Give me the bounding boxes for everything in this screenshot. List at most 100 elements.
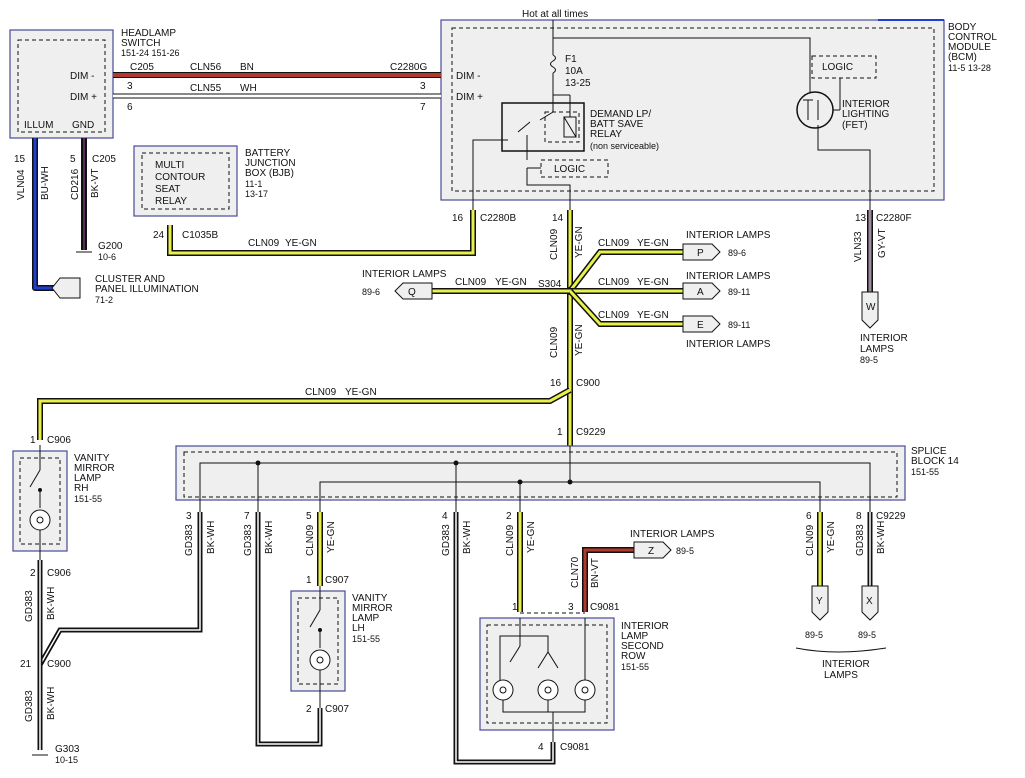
svg-text:INTERIOR LAMPS: INTERIOR LAMPS [630,529,715,540]
svg-text:C9081: C9081 [560,742,590,753]
svg-text:JUNCTION: JUNCTION [245,158,296,169]
svg-text:C205: C205 [130,62,154,73]
svg-text:A: A [697,287,704,298]
svg-text:21: 21 [20,659,32,670]
svg-text:BU-WH: BU-WH [40,166,51,200]
svg-text:CLN09: CLN09 [248,238,280,249]
svg-text:BODY: BODY [948,22,977,33]
svg-text:BK-WH: BK-WH [206,521,217,554]
bcm-module: BODY CONTROL MODULE (BCM) 11-5 13-28 DIM… [440,9,997,210]
svg-text:89-5: 89-5 [805,630,823,640]
fet-icon [796,78,841,129]
svg-text:89-11: 89-11 [728,287,750,297]
vanity-mirror-lamp-lh: VANITY MIRROR LAMP LH 151-55 2 C907 [290,586,393,715]
svg-text:YE-GN: YE-GN [526,521,537,553]
svg-text:151-55: 151-55 [74,494,102,504]
svg-text:YE-GN: YE-GN [574,324,585,356]
svg-text:SPLICE: SPLICE [911,446,947,457]
svg-text:2: 2 [306,704,312,715]
svg-text:6: 6 [806,511,812,522]
svg-text:13-25: 13-25 [565,78,591,89]
svg-text:C2280F: C2280F [876,213,912,224]
svg-text:89-6: 89-6 [728,248,746,258]
svg-text:W: W [866,302,876,313]
svg-text:4: 4 [538,742,544,753]
svg-text:4: 4 [442,511,448,522]
gnd-wire: 5 C205 CD216 BK-VT G200 10-6 [70,138,123,262]
svg-text:VLN04: VLN04 [16,169,27,200]
svg-text:CONTOUR: CONTOUR [155,172,205,183]
svg-text:VANITY: VANITY [352,593,388,604]
svg-text:ROW: ROW [621,651,646,662]
svg-text:YE-GN: YE-GN [574,226,585,258]
svg-text:LAMP: LAMP [352,613,380,624]
svg-text:3: 3 [186,511,192,522]
svg-text:BATTERY: BATTERY [245,148,291,159]
offpage-a-icon [682,282,721,300]
s304-branches: CLN09 YE-GN CLN09 YE-GN CLN09 YE-GN CLN0… [362,230,771,350]
vanity-mirror-lamp-rh: VANITY MIRROR LAMP RH 151-55 [12,445,115,560]
dim-wires: C205 CLN56 BN C2280G 3 6 CLN55 WH 3 7 [113,62,441,113]
svg-text:C9229: C9229 [576,427,606,438]
svg-text:CLN55: CLN55 [190,83,222,94]
svg-text:CLN56: CLN56 [190,62,222,73]
svg-text:C9081: C9081 [590,602,620,613]
offpage-q-icon [394,282,433,300]
offpage-w-icon [861,291,879,329]
svg-text:1: 1 [512,602,518,613]
svg-text:SECOND: SECOND [621,641,664,652]
svg-text:CLN09: CLN09 [305,524,316,556]
svg-text:HEADLAMP: HEADLAMP [121,28,176,39]
svg-text:YE-GN: YE-GN [637,277,669,288]
svg-text:BK-WH: BK-WH [46,687,57,720]
svg-text:LH: LH [352,623,365,634]
svg-text:CLN09: CLN09 [598,238,630,249]
svg-text:151-55: 151-55 [621,662,649,672]
fuse-f1-icon [550,54,556,74]
svg-text:14: 14 [552,213,564,224]
svg-text:10-6: 10-6 [98,252,116,262]
svg-text:ILLUM: ILLUM [24,120,53,131]
svg-text:CLN09: CLN09 [598,277,630,288]
svg-text:1: 1 [30,435,36,446]
svg-text:DEMAND LP/: DEMAND LP/ [590,109,651,120]
offpage-z-icon [633,541,672,559]
svg-text:5: 5 [70,154,76,165]
svg-text:X: X [866,596,873,607]
svg-text:SEAT: SEAT [155,184,180,195]
svg-text:BK-VT: BK-VT [90,169,101,198]
svg-text:1: 1 [557,427,563,438]
svg-text:3: 3 [127,81,133,92]
cluster-connector-icon [51,277,81,299]
svg-text:INTERIOR LAMPS: INTERIOR LAMPS [686,230,771,241]
svg-text:F1: F1 [565,54,577,65]
svg-text:INTERIOR: INTERIOR [860,333,908,344]
svg-text:CD216: CD216 [70,168,81,200]
svg-text:LAMPS: LAMPS [860,344,894,355]
svg-text:13: 13 [855,213,867,224]
svg-text:89-5: 89-5 [676,546,694,556]
svg-text:CLN09: CLN09 [549,228,560,260]
svg-text:89-5: 89-5 [858,630,876,640]
svg-text:BATT SAVE: BATT SAVE [590,119,644,130]
svg-text:BOX (BJB): BOX (BJB) [245,168,294,179]
svg-text:G200: G200 [98,241,123,252]
svg-text:7: 7 [420,102,426,113]
svg-text:151-55: 151-55 [352,634,380,644]
svg-text:5: 5 [306,511,312,522]
svg-text:E: E [697,320,704,331]
splice-outputs: 3 GD383 BK-WH 7 GD383 BK-WH 5 CLN09 YE-G… [37,511,906,765]
svg-text:2: 2 [30,568,36,579]
svg-text:89-11: 89-11 [728,320,750,330]
svg-text:INTERIOR: INTERIOR [822,659,870,670]
svg-text:C2280B: C2280B [480,213,516,224]
svg-text:DIM +: DIM + [456,92,483,103]
svg-text:GD383: GD383 [441,524,452,556]
rh-ground-wire: 2 C906 GD383 BK-WH 21 C900 GD383 BK-WH G… [20,560,80,765]
svg-text:CLN09: CLN09 [505,524,516,556]
svg-text:Q: Q [408,287,416,298]
svg-text:GY-VT: GY-VT [877,228,888,258]
svg-text:G303: G303 [55,744,80,755]
interior-lamp-second-row: 1 3 C9081 INTERIOR LAMP SECOND ROW 151-5… [479,602,669,753]
cln70-wire: CLN70 BN-VT Z INTERIOR LAMPS 89-5 [570,529,715,612]
